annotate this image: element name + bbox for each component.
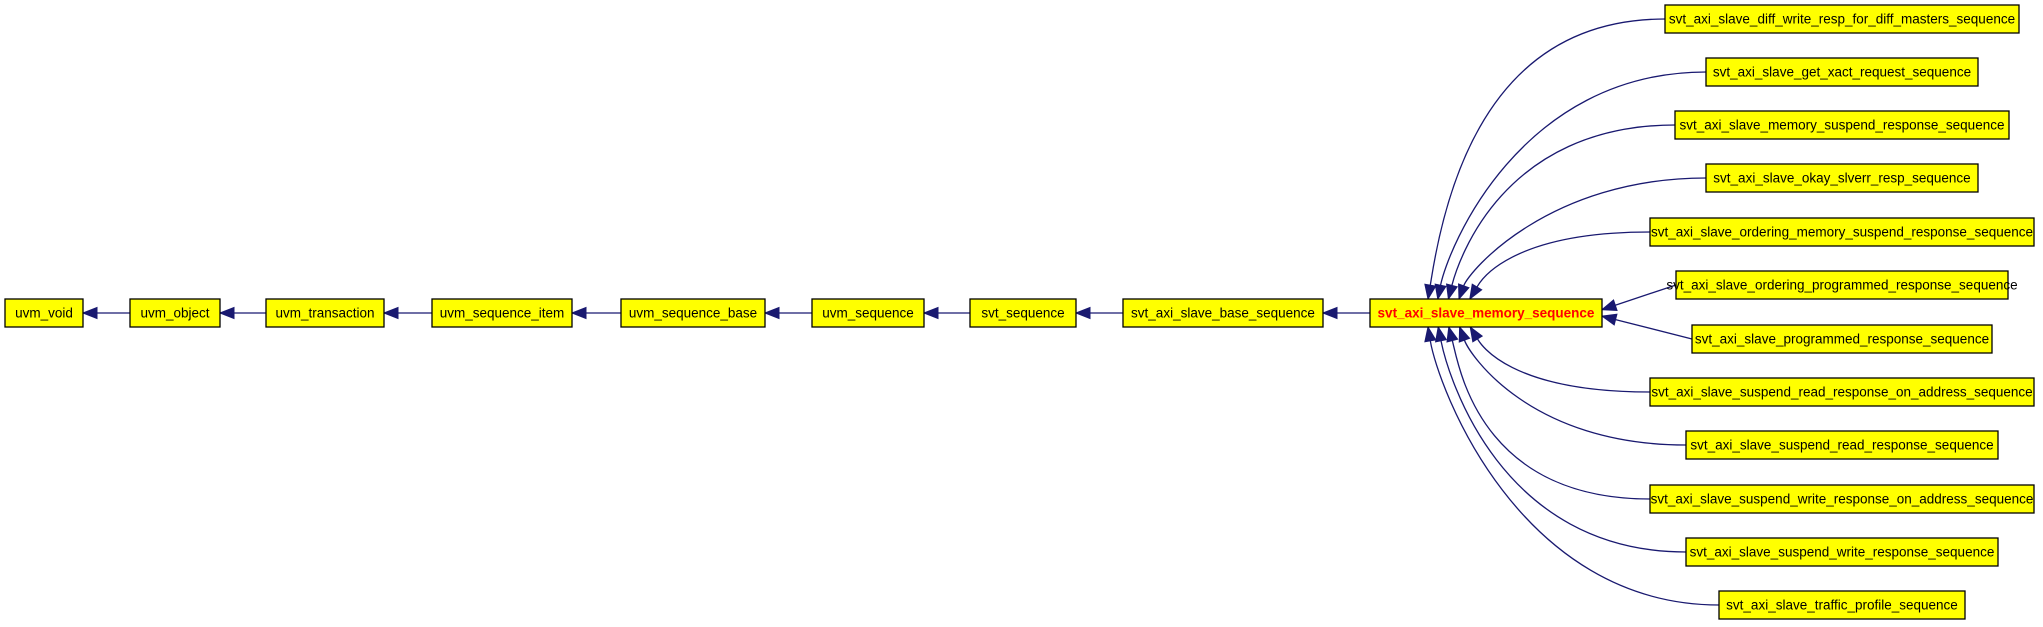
class-node-label[interactable]: svt_axi_slave_diff_write_resp_for_diff_m… <box>1669 12 2015 27</box>
arrowhead <box>1469 325 1484 343</box>
class-node-box[interactable] <box>811 298 925 328</box>
class-node-label[interactable]: svt_axi_slave_suspend_read_response_on_a… <box>1651 385 2032 400</box>
class-node-box[interactable] <box>4 298 84 328</box>
inheritance-edge <box>1476 231 1651 288</box>
class-node-label[interactable]: uvm_sequence <box>822 306 914 321</box>
inheritance-edge <box>1615 284 1677 306</box>
class-node-box[interactable] <box>1705 163 1979 193</box>
class-node-svt-axi-slave-ordering-memory-suspend-response-sequence[interactable]: svt_axi_slave_ordering_memory_suspend_re… <box>1649 217 2035 247</box>
class-node-svt-axi-slave-traffic-profile-sequence[interactable]: svt_axi_slave_traffic_profile_sequence <box>1718 590 1966 620</box>
arrowhead <box>81 306 98 320</box>
class-node-box[interactable] <box>1674 110 2010 140</box>
class-node-box[interactable] <box>265 298 385 328</box>
class-node-box[interactable] <box>969 298 1077 328</box>
class-node-box[interactable] <box>1649 484 2035 514</box>
inheritance-edge <box>1476 338 1651 393</box>
inheritance-edge <box>1615 318 1693 340</box>
class-node-box[interactable] <box>620 298 766 328</box>
class-node-box[interactable] <box>1369 298 1603 328</box>
class-node-svt-axi-slave-suspend-write-response-on-address-sequence[interactable]: svt_axi_slave_suspend_write_response_on_… <box>1649 484 2035 514</box>
class-node-uvm-object[interactable]: uvm_object <box>129 298 221 328</box>
class-node-svt-axi-slave-get-xact-request-sequence[interactable]: svt_axi_slave_get_xact_request_sequence <box>1705 57 1979 87</box>
class-node-box[interactable] <box>431 298 573 328</box>
class-node-label[interactable]: svt_axi_slave_memory_sequence <box>1378 306 1595 321</box>
class-node-svt-axi-slave-okay-slverr-resp-sequence[interactable]: svt_axi_slave_okay_slverr_resp_sequence <box>1705 163 1979 193</box>
class-node-label[interactable]: uvm_sequence_base <box>629 306 757 321</box>
class-node-box[interactable] <box>1685 430 1999 460</box>
inheritance-edge <box>1429 340 1720 606</box>
arrowhead <box>1424 325 1437 343</box>
class-node-svt-axi-slave-diff-write-resp-for-diff-masters-sequence[interactable]: svt_axi_slave_diff_write_resp_for_diff_m… <box>1664 4 2020 34</box>
class-node-label[interactable]: uvm_void <box>15 306 73 321</box>
class-node-label[interactable]: svt_sequence <box>981 306 1064 321</box>
class-node-svt-axi-slave-memory-sequence[interactable]: svt_axi_slave_memory_sequence <box>1369 298 1603 328</box>
class-node-uvm-transaction[interactable]: uvm_transaction <box>265 298 385 328</box>
class-node-box[interactable] <box>1122 298 1324 328</box>
class-node-svt-axi-slave-memory-suspend-response-sequence[interactable]: svt_axi_slave_memory_suspend_response_se… <box>1674 110 2010 140</box>
class-node-svt-axi-slave-base-sequence[interactable]: svt_axi_slave_base_sequence <box>1122 298 1324 328</box>
inheritance-edge <box>1429 18 1666 286</box>
arrowhead <box>1434 283 1447 301</box>
class-node-box[interactable] <box>129 298 221 328</box>
arrowhead <box>1600 299 1618 311</box>
arrowhead <box>570 306 587 320</box>
class-node-label[interactable]: svt_axi_slave_memory_suspend_response_se… <box>1680 118 2005 133</box>
class-node-box[interactable] <box>1664 4 2020 34</box>
class-node-uvm-void[interactable]: uvm_void <box>4 298 84 328</box>
class-node-label[interactable]: uvm_object <box>140 306 209 321</box>
arrowhead <box>1446 325 1459 343</box>
arrowhead <box>1469 283 1483 301</box>
class-node-box[interactable] <box>1675 270 2009 300</box>
arrowhead <box>1445 283 1459 301</box>
arrowhead <box>1424 283 1437 301</box>
class-node-box[interactable] <box>1691 324 1993 354</box>
class-node-box[interactable] <box>1649 377 2035 407</box>
class-node-box[interactable] <box>1649 217 2035 247</box>
class-node-svt-axi-slave-suspend-write-response-sequence[interactable]: svt_axi_slave_suspend_write_response_seq… <box>1685 537 1999 567</box>
class-node-uvm-sequence-item[interactable]: uvm_sequence_item <box>431 298 573 328</box>
arrowhead <box>218 306 235 320</box>
arrowhead <box>1458 283 1470 301</box>
class-node-label[interactable]: svt_axi_slave_programmed_response_sequen… <box>1695 332 1989 347</box>
arrowhead <box>1600 313 1618 326</box>
inheritance-edges <box>81 18 1720 606</box>
arrowhead <box>382 306 399 320</box>
arrowhead <box>922 306 939 320</box>
arrowhead <box>1458 325 1471 343</box>
class-node-label[interactable]: svt_axi_slave_get_xact_request_sequence <box>1713 65 1971 80</box>
class-node-svt-axi-slave-programmed-response-sequence[interactable]: svt_axi_slave_programmed_response_sequen… <box>1691 324 1993 354</box>
inheritance-edge <box>1451 340 1651 500</box>
arrowhead <box>1074 306 1091 320</box>
class-node-label[interactable]: svt_axi_slave_ordering_memory_suspend_re… <box>1651 225 2033 240</box>
class-node-label[interactable]: svt_axi_slave_suspend_write_response_seq… <box>1690 545 1995 560</box>
class-node-label[interactable]: svt_axi_slave_traffic_profile_sequence <box>1726 598 1958 613</box>
arrowhead <box>763 306 780 320</box>
class-node-svt-sequence[interactable]: svt_sequence <box>969 298 1077 328</box>
class-nodes: uvm_void uvm_object uvm_transaction uvm_seq… <box>4 4 2035 620</box>
class-node-label[interactable]: svt_axi_slave_base_sequence <box>1131 306 1315 321</box>
class-node-box[interactable] <box>1718 590 1966 620</box>
class-node-label[interactable]: svt_axi_slave_suspend_read_response_sequ… <box>1690 438 1993 453</box>
class-node-svt-axi-slave-ordering-programmed-response-sequence[interactable]: svt_axi_slave_ordering_programmed_respon… <box>1666 270 2018 300</box>
inheritance-edge <box>1463 339 1687 446</box>
class-node-uvm-sequence-base[interactable]: uvm_sequence_base <box>620 298 766 328</box>
class-node-box[interactable] <box>1705 57 1979 87</box>
class-node-uvm-sequence[interactable]: uvm_sequence <box>811 298 925 328</box>
inheritance-edge <box>1463 177 1707 287</box>
inheritance-edge <box>1440 340 1687 553</box>
arrowhead <box>1321 306 1338 320</box>
inheritance-edge <box>1439 71 1707 286</box>
class-node-label[interactable]: svt_axi_slave_okay_slverr_resp_sequence <box>1713 171 1970 186</box>
inheritance-edge <box>1451 124 1676 286</box>
class-node-box[interactable] <box>1685 537 1999 567</box>
arrowhead <box>1434 325 1448 343</box>
class-node-label[interactable]: svt_axi_slave_ordering_programmed_respon… <box>1666 278 2017 293</box>
class-node-svt-axi-slave-suspend-read-response-sequence[interactable]: svt_axi_slave_suspend_read_response_sequ… <box>1685 430 1999 460</box>
class-node-svt-axi-slave-suspend-read-response-on-address-sequence[interactable]: svt_axi_slave_suspend_read_response_on_a… <box>1649 377 2035 407</box>
class-node-label[interactable]: uvm_transaction <box>275 306 374 321</box>
class-node-label[interactable]: uvm_sequence_item <box>440 306 565 321</box>
class-node-label[interactable]: svt_axi_slave_suspend_write_response_on_… <box>1651 492 2034 507</box>
